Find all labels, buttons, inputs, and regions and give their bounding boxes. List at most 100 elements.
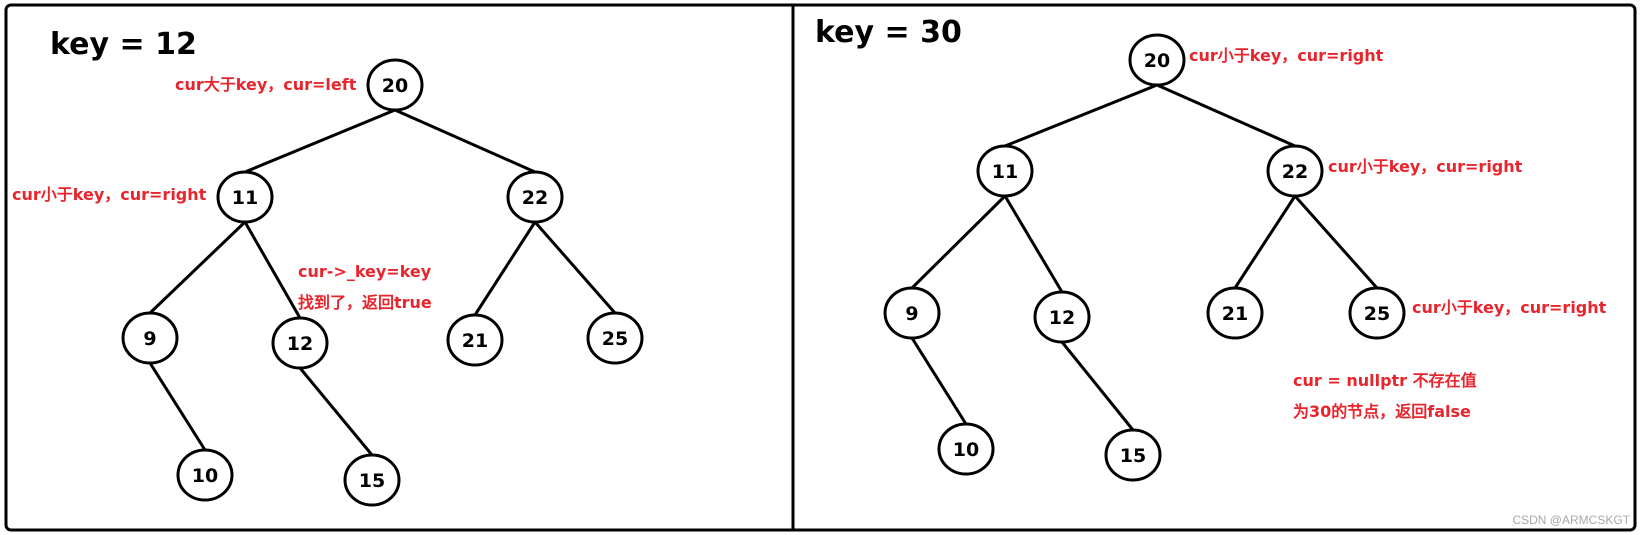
annotation-a3: cur->_key=key 找到了，返回true: [298, 262, 432, 312]
node-label: 21: [1222, 303, 1248, 325]
tree-node-15: 15: [343, 453, 401, 507]
annotation-a2: cur小于key，cur=right: [12, 185, 207, 204]
node-circle: [937, 422, 995, 476]
tree-edge-11-9: [910, 194, 1007, 290]
tree-node-20: 20: [366, 58, 424, 112]
tree-edge-12-15: [1060, 341, 1135, 431]
tree-node-9: 9: [121, 311, 179, 365]
node-label: 21: [462, 330, 488, 352]
annotation-line: cur->_key=key: [298, 262, 432, 281]
node-label: 10: [953, 439, 979, 461]
tree-edge-11-9: [148, 220, 247, 315]
tree-edge-20-11: [1004, 83, 1158, 148]
tree-node-12: 12: [1033, 290, 1091, 344]
node-circle: [446, 313, 504, 367]
annotation-line: 为30的节点，返回false: [1293, 402, 1471, 421]
node-label: 22: [1282, 161, 1308, 183]
annotation-b2: cur小于key，cur=right: [1328, 157, 1523, 176]
tree-edge-22-25: [533, 221, 617, 314]
node-circle: [506, 170, 564, 224]
annotation-line: 找到了，返回true: [298, 293, 432, 312]
tree-node-9: 9: [883, 286, 941, 340]
tree-edges: [148, 108, 617, 456]
tree-node-25: 25: [1348, 286, 1406, 340]
tree-nodes: 20 11 22 9 12 21 25 10 15: [121, 58, 644, 507]
annotation-line: cur小于key，cur=right: [1328, 157, 1523, 176]
node-circle: [216, 170, 274, 224]
tree-node-11: 11: [976, 144, 1034, 198]
node-circle: [271, 316, 329, 370]
panel-title: key = 12: [50, 27, 197, 62]
tree-edge-20-22: [1156, 83, 1296, 148]
tree-node-20: 20: [1128, 33, 1186, 87]
tree-edge-20-11: [244, 108, 396, 174]
tree-edges: [910, 83, 1379, 431]
panel-key-12: key = 12 20 11 22 9 12 21 25 10 15 cur大于key，cur=…: [12, 27, 644, 507]
tree-node-21: 21: [1206, 286, 1264, 340]
node-circle: [1206, 286, 1264, 340]
annotation-line: cur小于key，cur=right: [1412, 298, 1607, 317]
tree-node-10: 10: [937, 422, 995, 476]
tree-edge-22-21: [473, 221, 537, 316]
node-label: 11: [992, 161, 1018, 183]
tree-edge-12-15: [298, 367, 374, 456]
node-label: 25: [1364, 303, 1390, 325]
tree-edge-22-25: [1293, 195, 1379, 289]
tree-edge-11-12: [243, 221, 302, 319]
node-label: 20: [382, 75, 408, 97]
node-circle: [176, 448, 234, 502]
tree-node-22: 22: [506, 170, 564, 224]
node-circle: [1033, 290, 1091, 344]
tree-node-21: 21: [446, 313, 504, 367]
annotations: cur大于key，cur=left cur小于key，cur=right cur->…: [12, 75, 432, 312]
annotations: cur小于key，cur=right cur小于key，cur=right cur小…: [1189, 46, 1607, 421]
node-circle: [1348, 286, 1406, 340]
tree-edge-20-22: [394, 108, 536, 174]
panel-title: key = 30: [815, 15, 962, 50]
tree-edge-9-10: [148, 362, 207, 451]
tree-edge-9-10: [910, 337, 968, 425]
watermark-text: CSDN @ARMCSKGT: [1512, 513, 1630, 527]
node-label: 9: [905, 303, 918, 325]
node-label: 25: [602, 328, 628, 350]
node-circle: [586, 311, 644, 365]
annotation-a1: cur大于key，cur=left: [175, 75, 357, 94]
tree-node-22: 22: [1266, 144, 1324, 198]
node-circle: [121, 311, 179, 365]
node-circle: [1104, 428, 1162, 482]
tree-node-11: 11: [216, 170, 274, 224]
node-circle: [366, 58, 424, 112]
node-label: 15: [359, 470, 385, 492]
tree-node-25: 25: [586, 311, 644, 365]
annotation-line: cur小于key，cur=right: [1189, 46, 1384, 65]
annotation-b3: cur小于key，cur=right: [1412, 298, 1607, 317]
tree-node-15: 15: [1104, 428, 1162, 482]
annotation-line: cur小于key，cur=right: [12, 185, 207, 204]
tree-node-12: 12: [271, 316, 329, 370]
node-circle: [1128, 33, 1186, 87]
node-label: 22: [522, 187, 548, 209]
node-label: 12: [1049, 307, 1075, 329]
panel-key-30: key = 30 20 11 22 9 12 21 25 10 15 cur小于key，cur=…: [815, 15, 1607, 482]
annotation-line: cur大于key，cur=left: [175, 75, 357, 94]
node-label: 20: [1144, 50, 1170, 72]
node-label: 9: [143, 328, 156, 350]
node-label: 12: [287, 333, 313, 355]
tree-edge-22-21: [1233, 195, 1297, 289]
annotation-b1: cur小于key，cur=right: [1189, 46, 1384, 65]
node-label: 15: [1120, 445, 1146, 467]
tree-edge-11-12: [1003, 195, 1064, 293]
tree-node-10: 10: [176, 448, 234, 502]
annotation-line: cur = nullptr 不存在值: [1293, 371, 1477, 390]
node-circle: [976, 144, 1034, 198]
node-circle: [1266, 144, 1324, 198]
node-label: 10: [192, 465, 218, 487]
tree-nodes: 20 11 22 9 12 21 25 10 15: [883, 33, 1406, 482]
diagram-frame: [4, 3, 1637, 532]
node-circle: [343, 453, 401, 507]
node-circle: [883, 286, 941, 340]
node-label: 11: [232, 187, 258, 209]
